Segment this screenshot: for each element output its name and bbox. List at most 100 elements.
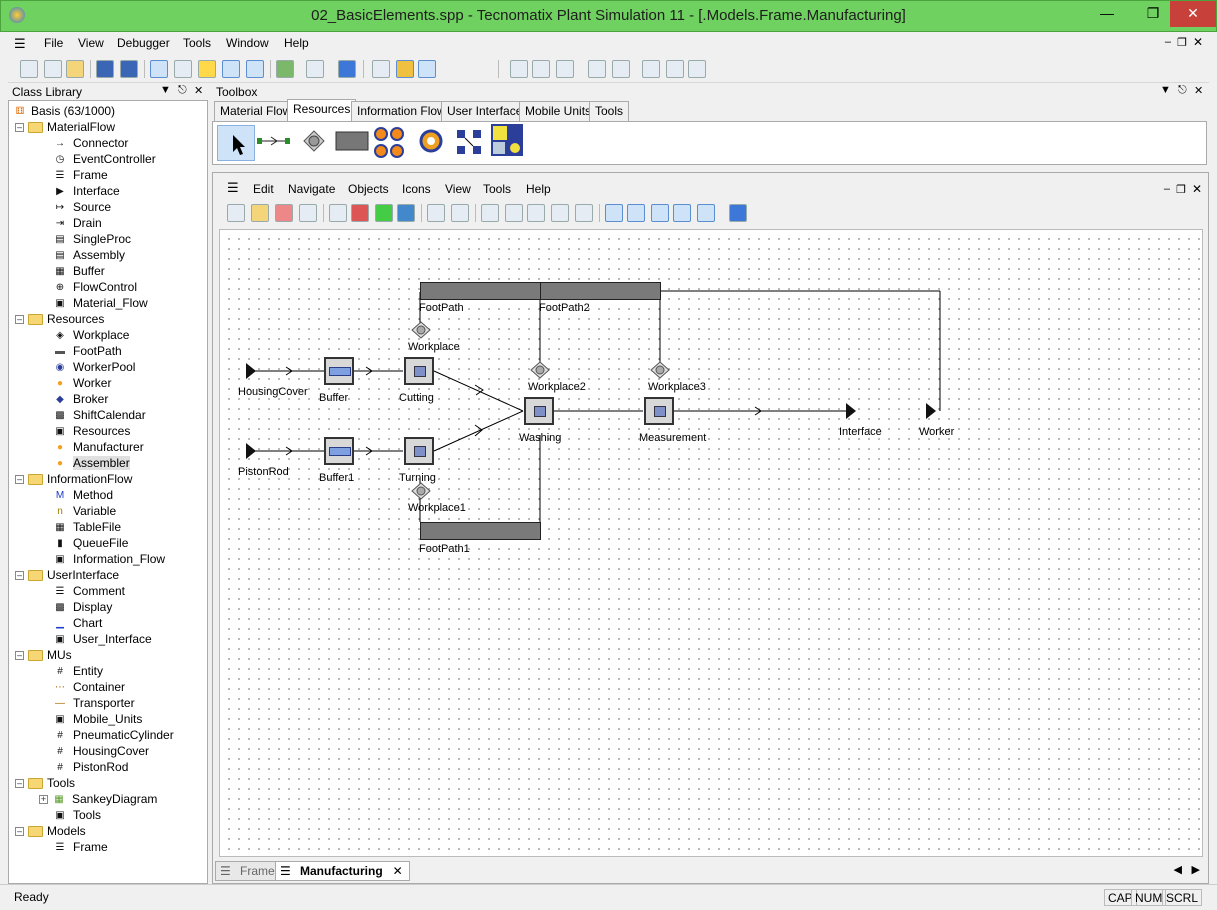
tree-item-assembly[interactable]: ▤Assembly: [53, 247, 125, 263]
frame-close-icon[interactable]: ✕: [1191, 182, 1202, 196]
save-all-icon[interactable]: [120, 60, 138, 78]
class-library-toggle-icon[interactable]: [150, 60, 168, 78]
workplace2-icon[interactable]: [529, 360, 551, 380]
tree-item-queuefile[interactable]: ▮QueueFile: [53, 535, 128, 551]
tree-item-footpath[interactable]: ▬FootPath: [53, 343, 122, 359]
tab-information-flow[interactable]: Information Flow: [351, 101, 452, 121]
timer-reset-icon[interactable]: [688, 60, 706, 78]
frame-restore-icon[interactable]: ❐: [1176, 184, 1186, 196]
frame-menu-tools[interactable]: Tools: [483, 182, 512, 196]
tree-item-drain[interactable]: ⇥Drain: [53, 215, 102, 231]
mdi-close-icon[interactable]: ✕: [1192, 35, 1203, 49]
binoculars-icon[interactable]: [227, 204, 245, 222]
tree-item-eventcontroller[interactable]: ◷EventController: [53, 151, 156, 167]
tree-folder-informationflow[interactable]: –InformationFlow: [15, 471, 132, 487]
dropdown-icon[interactable]: ▼: [1160, 84, 1171, 96]
buffer-buffer[interactable]: [324, 357, 354, 385]
help-icon[interactable]: [729, 204, 747, 222]
pencil-icon[interactable]: [575, 204, 593, 222]
tree-item-singleproc[interactable]: ▤SingleProc: [53, 231, 131, 247]
tree-folder-materialflow[interactable]: –MaterialFlow: [15, 119, 115, 135]
collapse-icon[interactable]: –: [15, 474, 24, 485]
open-icon[interactable]: [44, 60, 62, 78]
tab-close-icon[interactable]: ✕: [392, 864, 403, 878]
connector-tool-icon[interactable]: [257, 126, 291, 156]
reset-icon[interactable]: [351, 204, 369, 222]
frame-icon[interactable]: ☰: [227, 180, 239, 195]
home-icon[interactable]: [275, 204, 293, 222]
frame-minimize-icon[interactable]: –: [1163, 183, 1170, 195]
timer-pause-icon[interactable]: [666, 60, 684, 78]
open-location-icon[interactable]: [251, 204, 269, 222]
source-pistonrod[interactable]: [246, 443, 256, 459]
new-icon[interactable]: [20, 60, 38, 78]
console-icon[interactable]: [222, 60, 240, 78]
frame-menu-edit[interactable]: Edit: [253, 182, 274, 196]
gear-icon[interactable]: [396, 60, 414, 78]
mdi-restore-icon[interactable]: ❐: [1177, 37, 1187, 49]
close-icon[interactable]: ✕: [194, 85, 204, 97]
start-icon[interactable]: [375, 204, 393, 222]
worker-tool-icon[interactable]: [417, 126, 447, 156]
tree-item-sankeydiagram[interactable]: +▦SankeyDiagram: [39, 791, 157, 807]
tree-item-assembler[interactable]: ●Assembler: [53, 455, 130, 471]
tree-item-workplace[interactable]: ◈Workplace: [53, 327, 129, 343]
timer-icon[interactable]: [642, 60, 660, 78]
footpath-footpath2[interactable]: [540, 282, 661, 300]
dropdown-icon[interactable]: ▼: [160, 84, 171, 96]
expand-icon[interactable]: +: [39, 794, 48, 805]
tab-resources[interactable]: Resources: [287, 99, 357, 121]
save-icon[interactable]: [96, 60, 114, 78]
frame-menu-icons[interactable]: Icons: [402, 182, 431, 196]
workplace-tool-icon[interactable]: [299, 126, 329, 156]
menu-debugger[interactable]: Debugger: [117, 36, 170, 50]
menu-view[interactable]: View: [78, 36, 104, 50]
menu-file[interactable]: File: [44, 36, 64, 50]
tree-item-interface[interactable]: ▶Interface: [53, 183, 120, 199]
zoom-out-icon[interactable]: [505, 204, 523, 222]
tree-item-entity[interactable]: #Entity: [53, 663, 103, 679]
broker-tool-icon[interactable]: [453, 126, 483, 156]
tree-item-manufacturer[interactable]: ●Manufacturer: [53, 439, 144, 455]
menu-tools[interactable]: Tools: [183, 36, 212, 50]
menu-help[interactable]: Help: [284, 36, 309, 50]
tab-mobile-units[interactable]: Mobile Units: [519, 101, 598, 121]
debug-icon[interactable]: [510, 60, 528, 78]
grid-toggle-icon[interactable]: [673, 204, 691, 222]
source-housingcover[interactable]: [246, 363, 256, 379]
frame-menu-navigate[interactable]: Navigate: [288, 182, 336, 196]
tab-user-interface[interactable]: User Interface: [441, 101, 529, 121]
tree-item-container[interactable]: ⋯Container: [53, 679, 125, 695]
workerpool-tool-icon[interactable]: [373, 126, 404, 158]
collapse-icon[interactable]: –: [15, 826, 24, 837]
tree-item-workerpool[interactable]: ◉WorkerPool: [53, 359, 136, 375]
mdi-minimize-icon[interactable]: –: [1164, 36, 1171, 48]
tree-item-mobile_units[interactable]: ▣Mobile_Units: [53, 711, 142, 727]
station-washing[interactable]: [524, 397, 554, 425]
favorites-icon[interactable]: [198, 60, 216, 78]
delete-icon[interactable]: [427, 204, 445, 222]
window-cascade-icon[interactable]: [588, 60, 606, 78]
tree-root[interactable]: ⚅Basis (63/1000): [13, 103, 115, 119]
connector-mode-icon[interactable]: [627, 204, 645, 222]
station-turning[interactable]: [404, 437, 434, 465]
frame-menu-view[interactable]: View: [445, 182, 471, 196]
zoom-fit-icon[interactable]: [527, 204, 545, 222]
broom-icon[interactable]: [451, 204, 469, 222]
collapse-icon[interactable]: –: [15, 570, 24, 581]
frame-menu-objects[interactable]: Objects: [348, 182, 389, 196]
tab-material-flow[interactable]: Material Flow: [214, 101, 298, 121]
workplace3-icon[interactable]: [649, 360, 671, 380]
tree-item-resources[interactable]: ▣Resources: [53, 423, 130, 439]
tree-item-chart[interactable]: ▁Chart: [53, 615, 102, 631]
tree-item-housingcover[interactable]: #HousingCover: [53, 743, 149, 759]
close-button[interactable]: ✕: [1170, 1, 1216, 27]
tree-item-shiftcalendar[interactable]: ▩ShiftCalendar: [53, 407, 145, 423]
pin-icon[interactable]: ⎋: [178, 84, 187, 96]
comment-icon[interactable]: [651, 204, 669, 222]
footpath-footpath1[interactable]: [420, 522, 541, 540]
tree-item-tablefile[interactable]: ▦TableFile: [53, 519, 121, 535]
tree-item-user_interface[interactable]: ▣User_Interface: [53, 631, 151, 647]
tree-item-worker[interactable]: ●Worker: [53, 375, 111, 391]
